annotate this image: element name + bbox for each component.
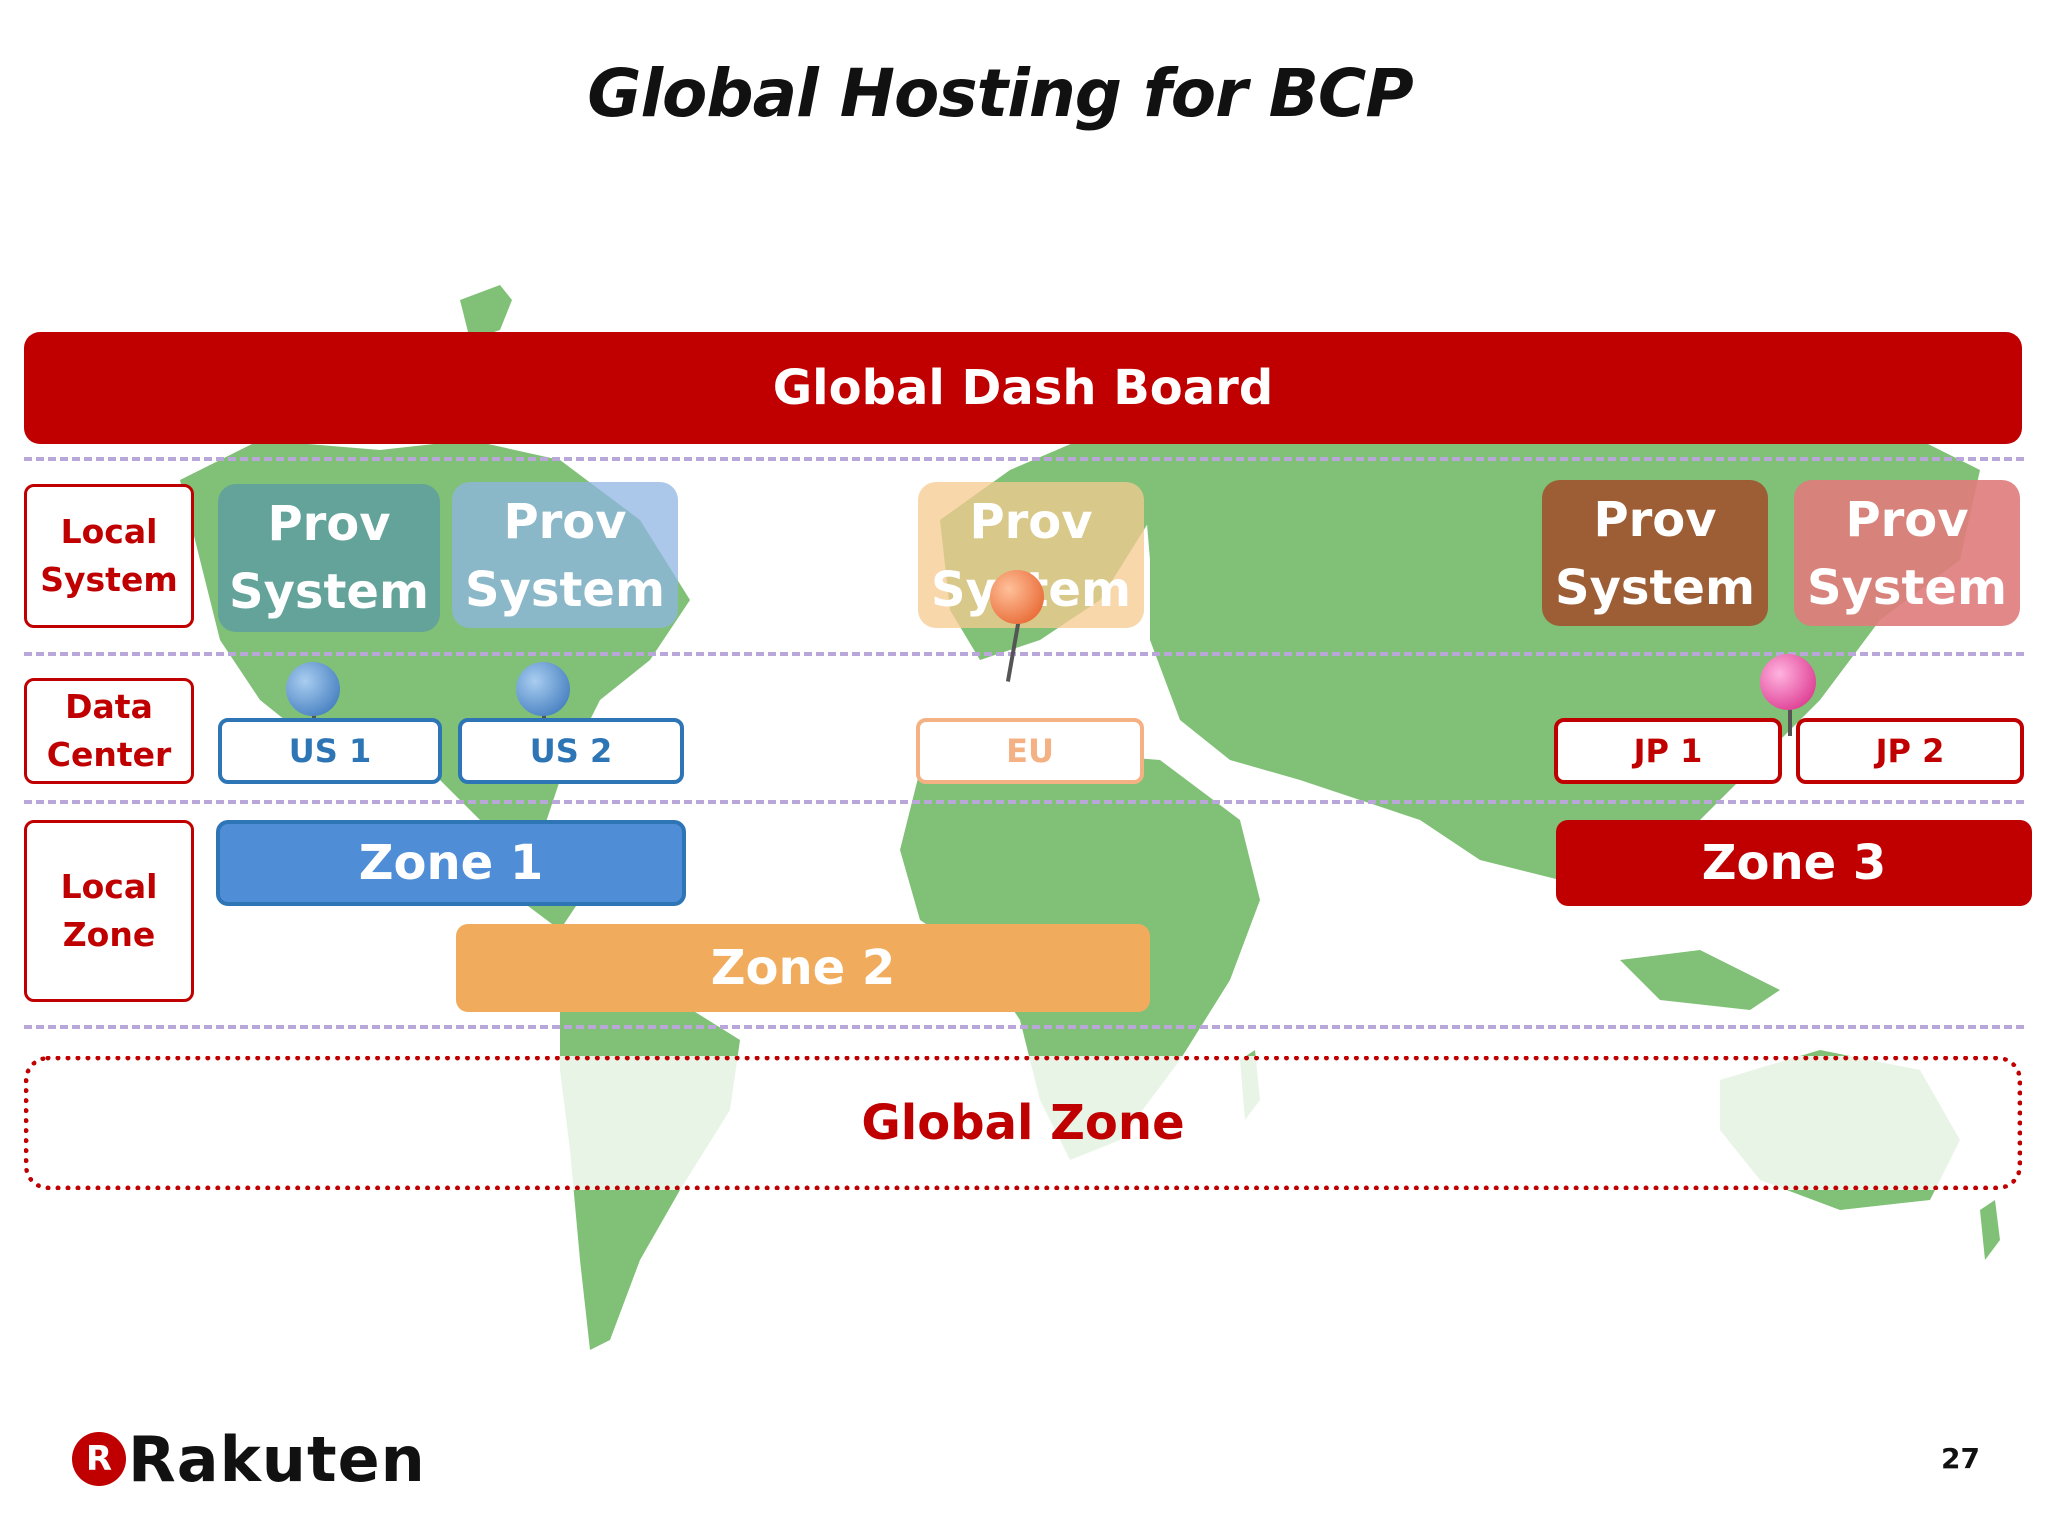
slide-title: Global Hosting for BCP <box>587 55 1413 132</box>
data-center-label: US 2 <box>529 732 613 770</box>
data-center-eu: EU <box>916 718 1144 784</box>
prov-system-line: System <box>465 562 665 618</box>
row-label-line: Zone <box>62 915 156 954</box>
prov-system-us1: Prov System <box>218 484 440 632</box>
row-label-line: Local <box>60 867 158 906</box>
prov-system-line: Prov <box>969 494 1093 550</box>
zone-label: Zone 1 <box>358 835 544 891</box>
location-pin-us2 <box>516 662 570 716</box>
data-center-label: JP 2 <box>1875 732 1945 770</box>
rakuten-logo: R Rakuten <box>72 1422 426 1496</box>
prov-system-line: System <box>1807 560 2007 616</box>
prov-system-jp1: Prov System <box>1542 480 1768 626</box>
rakuten-logo-mark: R <box>72 1432 126 1486</box>
zone-3-bar: Zone 3 <box>1556 820 2032 906</box>
data-center-us1: US 1 <box>218 718 442 784</box>
zone-label: Zone 2 <box>710 940 896 996</box>
data-center-us2: US 2 <box>458 718 684 784</box>
zone-1-bar: Zone 1 <box>216 820 686 906</box>
indonesia-shape <box>1620 950 1780 1010</box>
zone-label: Zone 3 <box>1701 835 1887 891</box>
data-center-label: JP 1 <box>1633 732 1703 770</box>
separator-line <box>24 652 2024 656</box>
row-label-line: Data <box>65 687 153 726</box>
location-pin-eu <box>990 570 1044 624</box>
data-center-jp1: JP 1 <box>1554 718 1782 784</box>
prov-system-line: Prov <box>267 496 391 552</box>
row-label-line: System <box>40 560 178 599</box>
greenland-shape <box>460 285 512 340</box>
rakuten-logo-text: Rakuten <box>128 1422 426 1496</box>
row-label-line: Local <box>60 512 158 551</box>
data-center-label: US 1 <box>288 732 372 770</box>
page-number: 27 <box>1941 1442 1980 1475</box>
global-zone-label: Global Zone <box>861 1095 1185 1151</box>
separator-line <box>24 1025 2024 1029</box>
row-label-local-zone: Local Zone <box>24 820 194 1002</box>
pin-stem <box>1788 700 1792 736</box>
location-pin-us1 <box>286 662 340 716</box>
location-pin-jp <box>1760 654 1816 710</box>
prov-system-line: Prov <box>1845 492 1969 548</box>
prov-system-us2: Prov System <box>452 482 678 628</box>
data-center-label: EU <box>1006 732 1054 770</box>
global-dashboard-label: Global Dash Board <box>772 360 1274 416</box>
global-zone-box: Global Zone <box>24 1056 2022 1190</box>
prov-system-jp2: Prov System <box>1794 480 2020 626</box>
row-label-line: Center <box>46 735 172 774</box>
separator-line <box>24 457 2024 461</box>
prov-system-line: Prov <box>1593 492 1717 548</box>
data-center-jp2: JP 2 <box>1796 718 2024 784</box>
separator-line <box>24 800 2024 804</box>
row-label-data-center: Data Center <box>24 678 194 784</box>
row-label-local-system: Local System <box>24 484 194 628</box>
new-zealand-shape <box>1980 1200 2000 1260</box>
zone-2-bar: Zone 2 <box>456 924 1150 1012</box>
global-dashboard-bar: Global Dash Board <box>24 332 2022 444</box>
prov-system-line: Prov <box>503 494 627 550</box>
prov-system-line: System <box>1555 560 1755 616</box>
prov-system-line: System <box>229 564 429 620</box>
